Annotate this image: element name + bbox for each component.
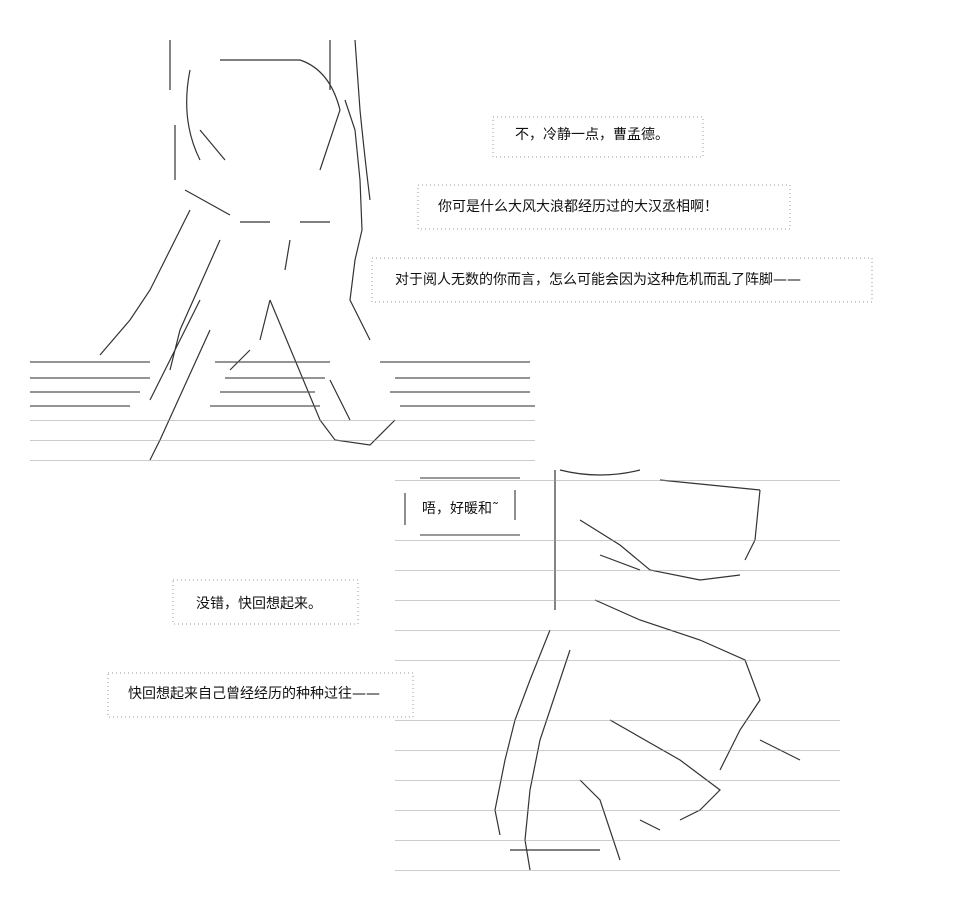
speech-bubble-warm: 唔，好暖和˜	[422, 501, 499, 517]
caption-chancellor: 你可是什么大风大浪都经历过的大汉丞相啊！	[438, 199, 718, 215]
caption-calm-down: 不，冷静一点，曹孟德。	[515, 127, 669, 143]
caption-remember: 没错，快回想起来。	[196, 596, 322, 612]
caption-no-panic: 对于阅人无数的你而言，怎么可能会因为这种危机而乱了阵脚——	[395, 272, 801, 288]
caption-recall-past: 快回想起来自己曾经经历的种种过往——	[128, 686, 380, 702]
